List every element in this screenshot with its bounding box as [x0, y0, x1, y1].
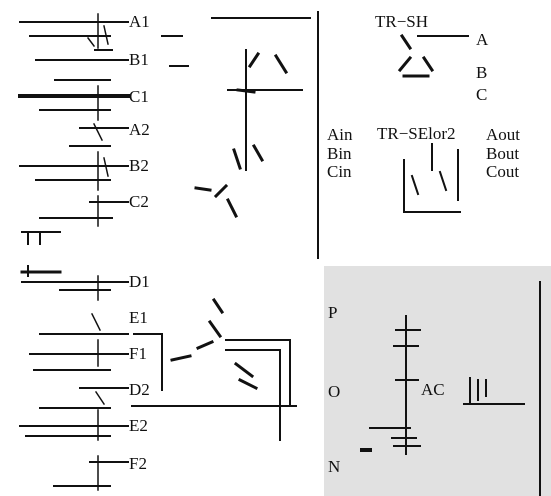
input-label-bin: Bin [327, 144, 352, 163]
tr-sh-terminal-c: C [476, 85, 488, 104]
terminal-label-f2: F2 [129, 454, 147, 473]
tr-sh-title: TR−SH [375, 12, 429, 31]
output-label-aout: Aout [486, 125, 520, 144]
tr-sh-terminal-a: A [476, 30, 489, 49]
delta-transformer-marks [194, 51, 289, 219]
link-top [161, 11, 319, 259]
terminal-label-b2: B2 [129, 156, 149, 175]
left-bottom-switch-marks [90, 275, 106, 491]
input-label-cin: Cin [327, 162, 352, 181]
input-label-ain: Ain [327, 125, 353, 144]
output-label-cout: Cout [486, 162, 520, 181]
link-bottom [131, 333, 297, 441]
left-top-switch-marks [86, 13, 109, 227]
terminal-label-d2: D2 [129, 380, 150, 399]
tr-selor2-symbol [403, 143, 461, 213]
tr-sh-symbol [397, 33, 469, 78]
terminal-label-e2: E2 [129, 416, 148, 435]
tr-selor2-title: TR−SElor2 [377, 124, 456, 143]
terminal-label-d1: D1 [129, 272, 150, 291]
terminal-label-e1: E1 [129, 308, 148, 327]
link-bottom-marks [170, 297, 259, 391]
node-label-o: O [328, 382, 341, 401]
terminal-label-c1: C1 [129, 87, 149, 106]
reactor-panel-circuit [360, 281, 541, 496]
node-label-p: P [328, 303, 338, 322]
tr-sh-terminal-b: B [476, 63, 488, 82]
terminal-label-b1: B1 [129, 50, 149, 69]
output-label-bout: Bout [486, 144, 520, 163]
node-label-n: N [328, 457, 341, 476]
terminal-label-f1: F1 [129, 344, 147, 363]
terminal-label-a2: A2 [129, 120, 150, 139]
reactor-panel-background [324, 266, 551, 496]
ac-label: AC [421, 380, 445, 399]
terminal-label-c2: C2 [129, 192, 149, 211]
terminal-label-a1: A1 [129, 12, 150, 31]
left-bottom-leads [19, 265, 129, 487]
left-top-leads [18, 21, 130, 245]
